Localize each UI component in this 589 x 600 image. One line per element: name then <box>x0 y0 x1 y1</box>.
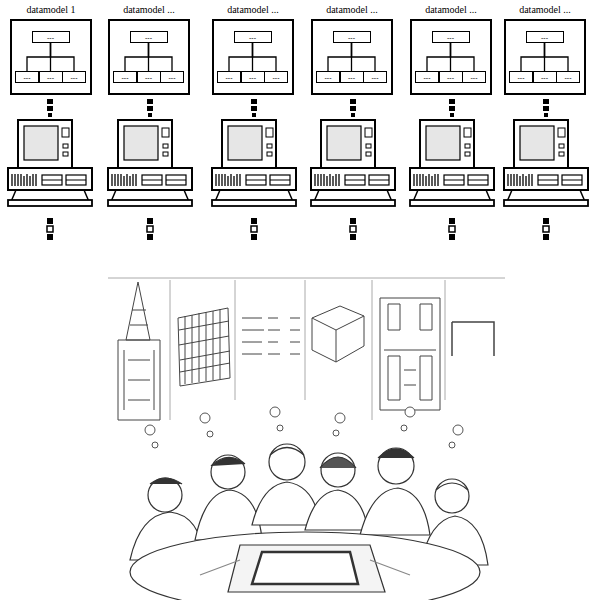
node-label: --- <box>471 73 478 82</box>
tree-connector <box>427 43 451 71</box>
node-label: --- <box>226 73 233 82</box>
child-entity-box: --- <box>241 71 265 83</box>
node-label: --- <box>169 73 176 82</box>
tree-connector <box>253 43 277 71</box>
tree-connector <box>328 43 352 71</box>
tree-connector <box>451 43 475 71</box>
computer-row <box>8 99 588 240</box>
node-label: --- <box>47 33 54 42</box>
datamodel-box: datamodel ...------------ <box>108 19 190 95</box>
datamodel-box: datamodel ...------------ <box>311 19 393 95</box>
computer-symbol <box>311 99 395 240</box>
computer-symbol <box>212 99 296 240</box>
tree-connector <box>229 43 253 71</box>
node-label: --- <box>249 73 256 82</box>
meeting-table <box>130 532 480 600</box>
node-label: --- <box>424 73 431 82</box>
node-label: --- <box>372 73 379 82</box>
tree-connector <box>252 43 253 71</box>
root-entity-box: --- <box>234 31 272 43</box>
child-entity-box: --- <box>137 71 161 83</box>
node-label: --- <box>145 33 152 42</box>
wall-sketches <box>108 278 505 420</box>
root-entity-box: --- <box>526 31 564 43</box>
node-label: --- <box>71 73 78 82</box>
root-entity-box: --- <box>432 31 470 43</box>
tree-connector <box>544 43 545 71</box>
child-entity-box: --- <box>415 71 439 83</box>
model-heading: datamodel 1 <box>2 4 100 16</box>
thought-bubbles <box>145 407 463 448</box>
node-label: --- <box>24 73 31 82</box>
tree-connector <box>50 43 51 71</box>
root-entity-box: --- <box>32 31 70 43</box>
datamodel-box: datamodel ...------------ <box>212 19 294 95</box>
root-entity-box: --- <box>333 31 371 43</box>
node-label: --- <box>348 73 355 82</box>
child-entity-box: --- <box>533 71 557 83</box>
model-heading: datamodel ... <box>496 4 589 16</box>
model-heading: datamodel ... <box>100 4 198 16</box>
tree-connector <box>545 43 569 71</box>
model-heading: datamodel ... <box>303 4 401 16</box>
model-heading: datamodel ... <box>204 4 302 16</box>
tree-connector <box>450 43 451 71</box>
computer-symbol <box>8 99 92 240</box>
tree-connector <box>149 43 173 71</box>
child-entity-box: --- <box>62 71 86 83</box>
node-label: --- <box>348 33 355 42</box>
datamodel-box: datamodel ...------------ <box>410 19 492 95</box>
tree-connector <box>148 43 149 71</box>
node-label: --- <box>145 73 152 82</box>
child-entity-box: --- <box>439 71 463 83</box>
child-entity-box: --- <box>217 71 241 83</box>
tree-connector <box>351 43 352 71</box>
computer-symbol <box>504 99 588 240</box>
datamodel-box: datamodel 1------------ <box>10 19 92 95</box>
root-entity-box: --- <box>130 31 168 43</box>
node-label: --- <box>122 73 129 82</box>
node-label: --- <box>541 73 548 82</box>
child-entity-box: --- <box>160 71 184 83</box>
child-entity-box: --- <box>316 71 340 83</box>
child-entity-box: --- <box>462 71 486 83</box>
node-label: --- <box>325 73 332 82</box>
node-label: --- <box>541 33 548 42</box>
computer-symbol <box>410 99 494 240</box>
node-label: --- <box>565 73 572 82</box>
computer-symbol <box>108 99 192 240</box>
datamodel-box: datamodel ...------------ <box>504 19 586 95</box>
tree-connector <box>521 43 545 71</box>
model-heading: datamodel ... <box>402 4 500 16</box>
child-entity-box: --- <box>509 71 533 83</box>
tree-connector <box>125 43 149 71</box>
child-entity-box: --- <box>39 71 63 83</box>
node-label: --- <box>249 33 256 42</box>
child-entity-box: --- <box>340 71 364 83</box>
child-entity-box: --- <box>15 71 39 83</box>
node-label: --- <box>447 33 454 42</box>
child-entity-box: --- <box>113 71 137 83</box>
tree-connector <box>352 43 376 71</box>
tree-connector <box>27 43 51 71</box>
child-entity-box: --- <box>556 71 580 83</box>
child-entity-box: --- <box>264 71 288 83</box>
tree-connector <box>51 43 75 71</box>
node-label: --- <box>273 73 280 82</box>
node-label: --- <box>47 73 54 82</box>
child-entity-box: --- <box>363 71 387 83</box>
node-label: --- <box>518 73 525 82</box>
node-label: --- <box>447 73 454 82</box>
